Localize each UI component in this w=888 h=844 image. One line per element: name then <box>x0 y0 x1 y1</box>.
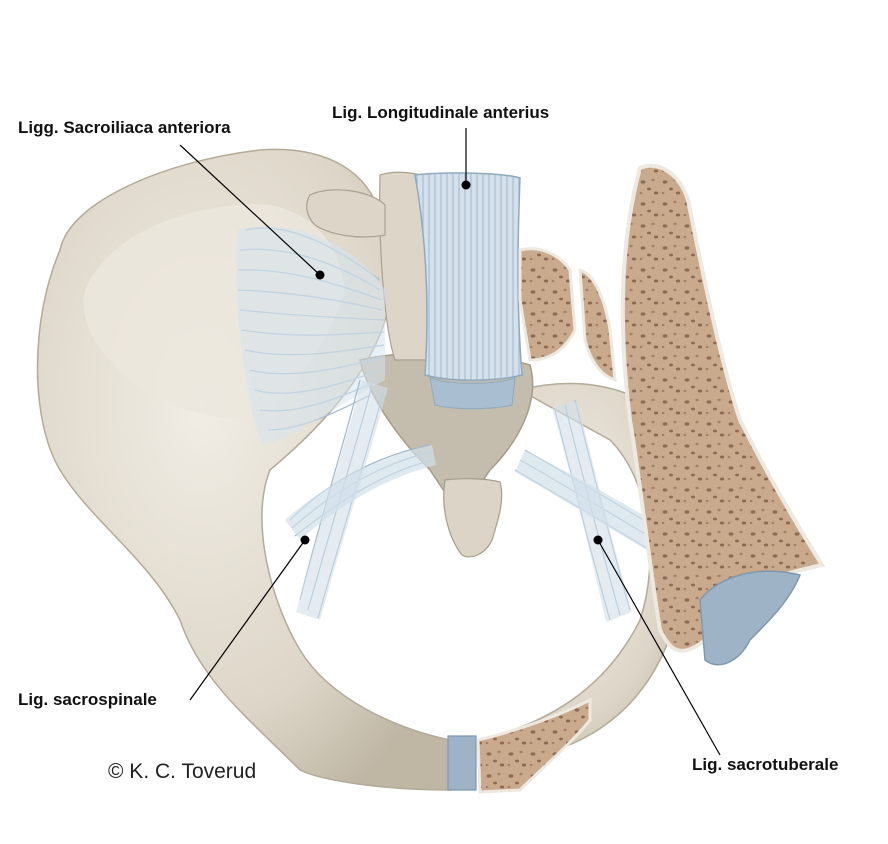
anterior-longitudinal-ligament <box>414 172 523 381</box>
leader-dot-sacrotuberale <box>593 535 603 545</box>
label-longitudinale: Lig. Longitudinale anterius <box>332 103 550 122</box>
leader-dot-sacroiliaca <box>315 270 325 280</box>
leader-lines <box>179 128 721 756</box>
leader-dot-sacrospinale <box>300 535 310 545</box>
cut-section-sacrum <box>518 247 577 362</box>
leader-dot-longitudinale <box>461 180 471 190</box>
label-sacrotuberale: Lig. sacrotuberale <box>692 755 839 774</box>
label-sacroiliaca: Ligg. Sacroiliaca anteriora <box>18 118 231 137</box>
pubic-symphysis <box>447 735 477 791</box>
acetabulum-cartilage <box>699 570 802 666</box>
label-sacrospinale: Lig. sacrospinale <box>18 690 157 709</box>
cut-section-pubis <box>476 697 592 794</box>
copyright-credit: © K. C. Toverud <box>108 760 257 783</box>
coccyx <box>443 478 503 558</box>
